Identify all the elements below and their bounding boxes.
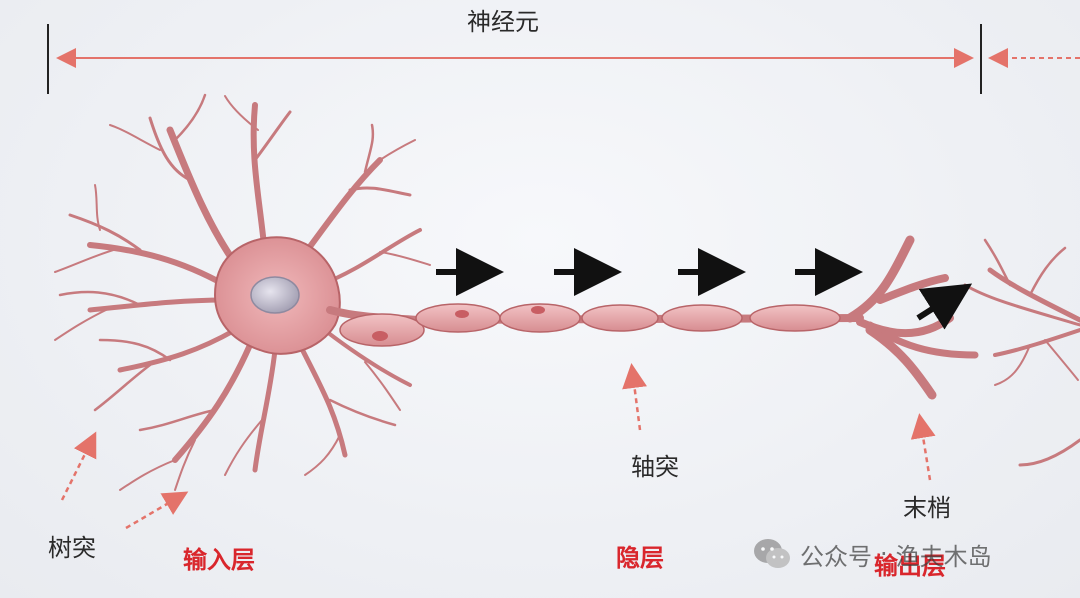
signal-arrows — [436, 248, 973, 330]
watermark-name: 渔夫木岛 — [895, 542, 992, 571]
watermark-separator: · — [880, 540, 888, 568]
terminal-label: 末梢 — [903, 494, 951, 522]
wechat-icon — [754, 539, 790, 568]
output-layer-label: 输出层 — [874, 552, 946, 580]
axon — [326, 303, 864, 347]
watermark-prefix: 公众号 — [800, 542, 872, 571]
dendrites — [54, 93, 431, 491]
watermark: 公众号 · 渔夫木岛 — [752, 536, 992, 572]
axon-terminal — [845, 235, 979, 400]
nucleus — [250, 276, 300, 314]
pointer-arrows — [60, 363, 936, 530]
axon-label: 轴突 — [631, 453, 679, 481]
input-layer-label: 输入层 — [183, 546, 255, 574]
dendrite-label: 树突 — [48, 534, 96, 562]
next-neuron-dendrites — [963, 238, 1080, 467]
neuron-title: 神经元 — [467, 8, 539, 36]
span-indicator — [47, 24, 1080, 94]
hidden-layer-label: 隐层 — [616, 544, 664, 572]
